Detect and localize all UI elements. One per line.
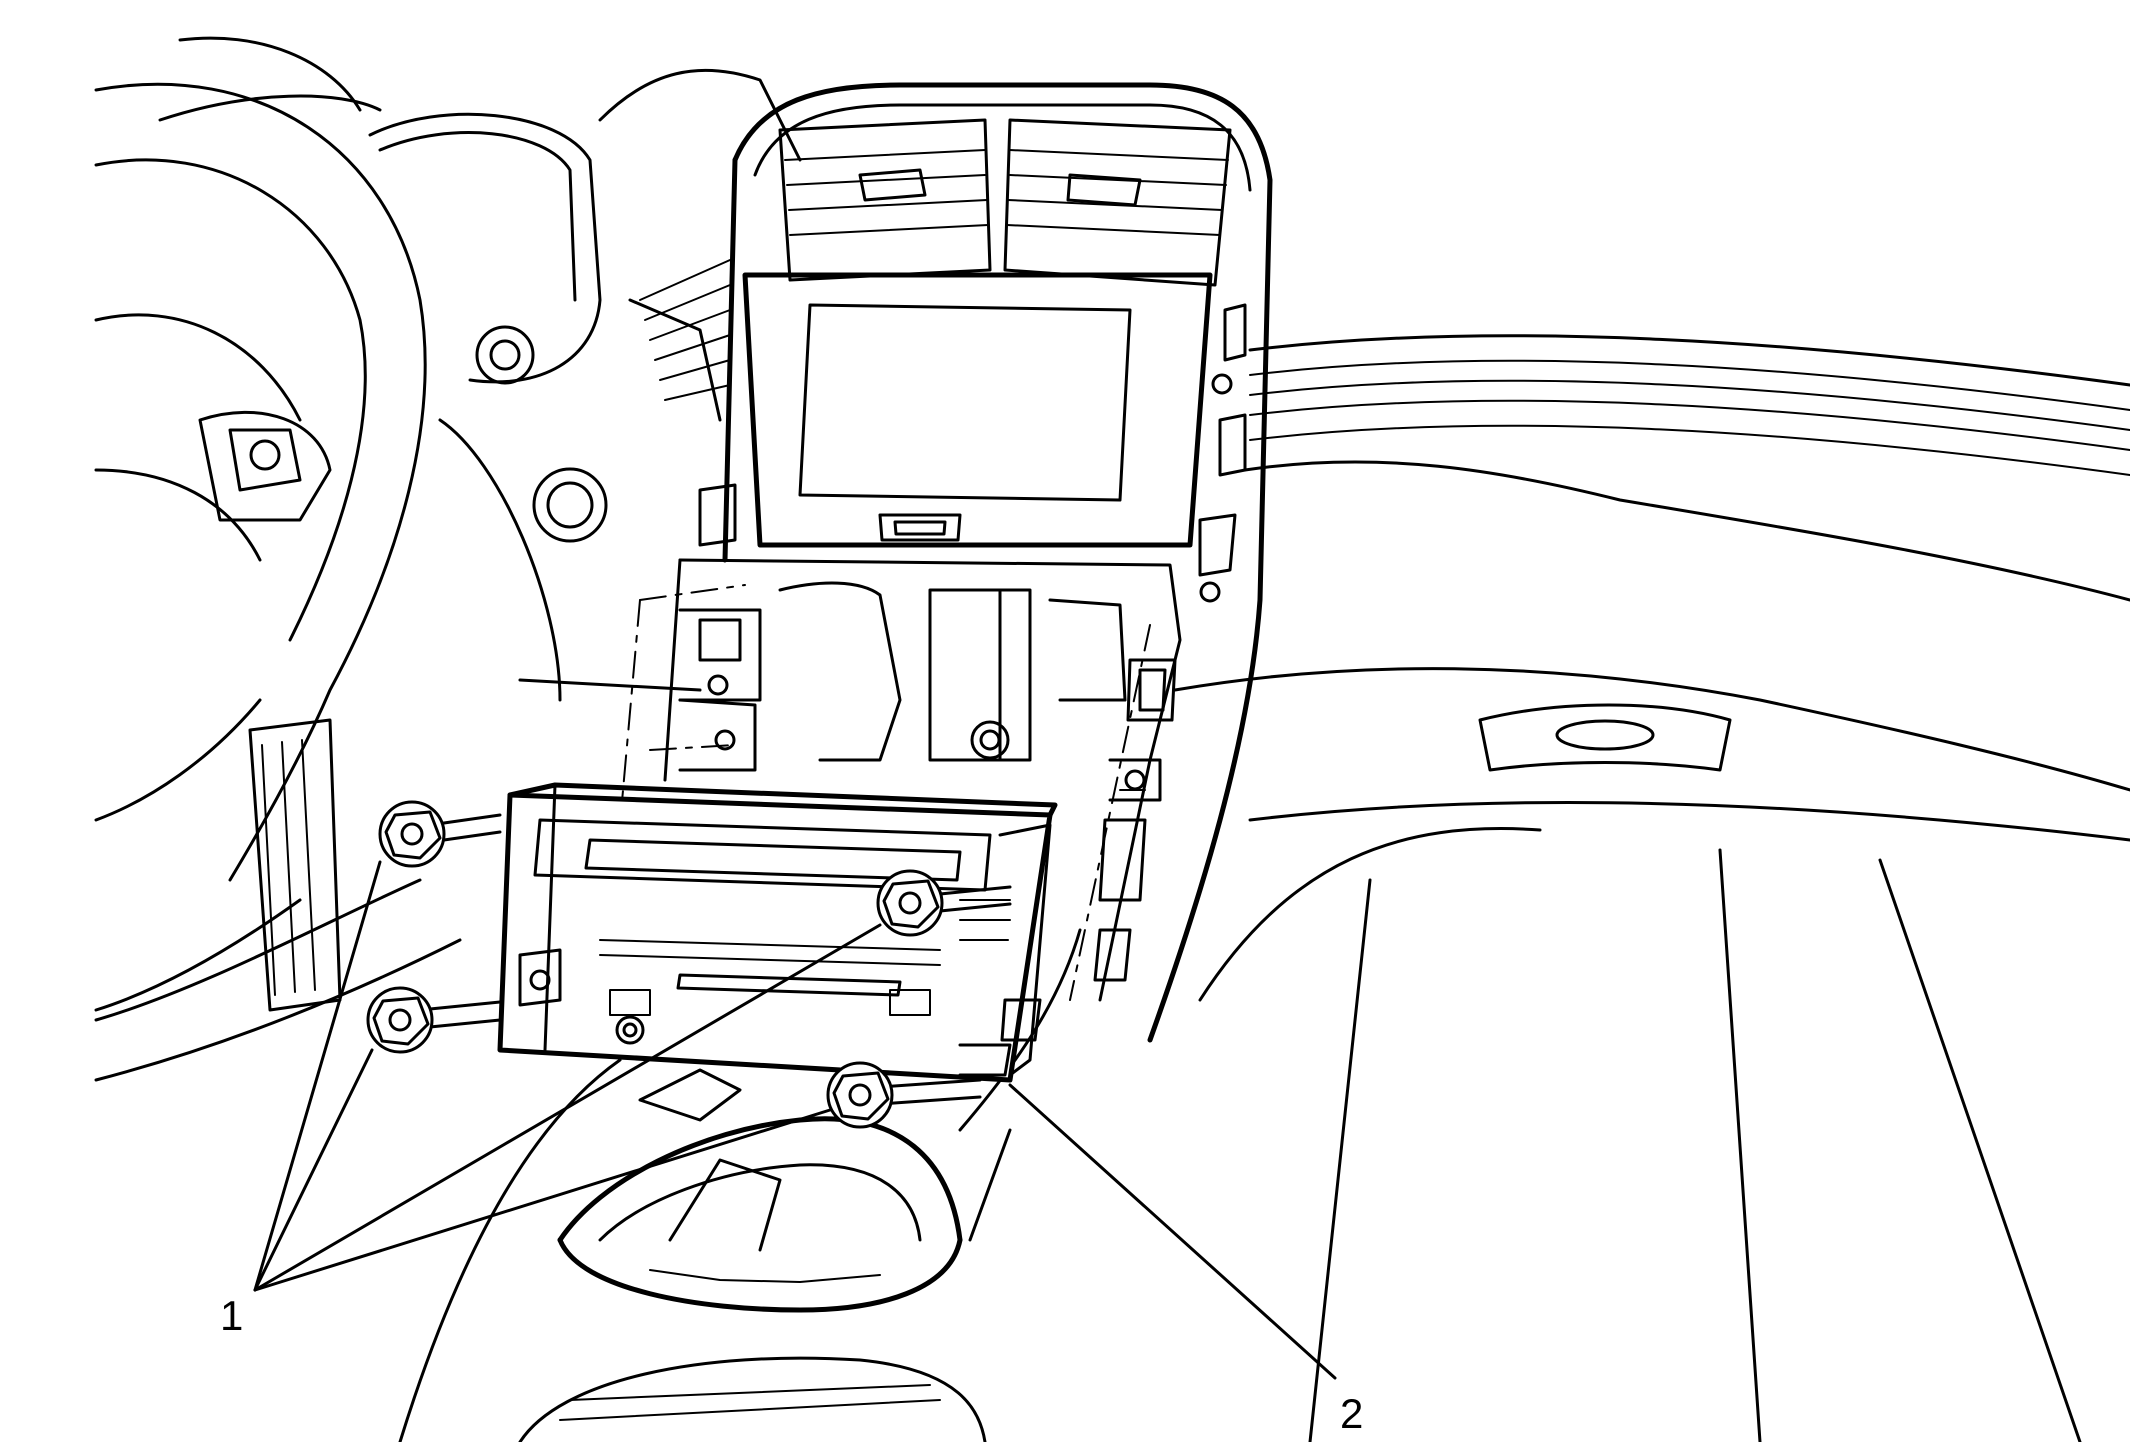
fastener-upper-right	[876, 869, 1012, 937]
steering-wheel	[94, 36, 427, 1012]
bezel-side-clips	[698, 303, 1247, 603]
leader-lines	[253, 860, 1337, 1380]
passenger-dash	[1173, 334, 2130, 1442]
callout-label-1: 1	[220, 1292, 243, 1339]
fastener-lower-right	[826, 1061, 982, 1129]
fastener-upper-left	[378, 800, 502, 868]
instrument-cluster	[158, 68, 802, 702]
left-vent-grille	[639, 259, 731, 401]
fastener-lower-left	[366, 986, 502, 1054]
center-air-vents	[778, 118, 1232, 287]
mounting-frame	[663, 558, 1182, 1002]
radio-unit	[497, 782, 1058, 1083]
display-screen	[742, 272, 1213, 548]
callout-label-2: 2	[1340, 1390, 1363, 1437]
center-stack-bezel	[722, 82, 1273, 1043]
